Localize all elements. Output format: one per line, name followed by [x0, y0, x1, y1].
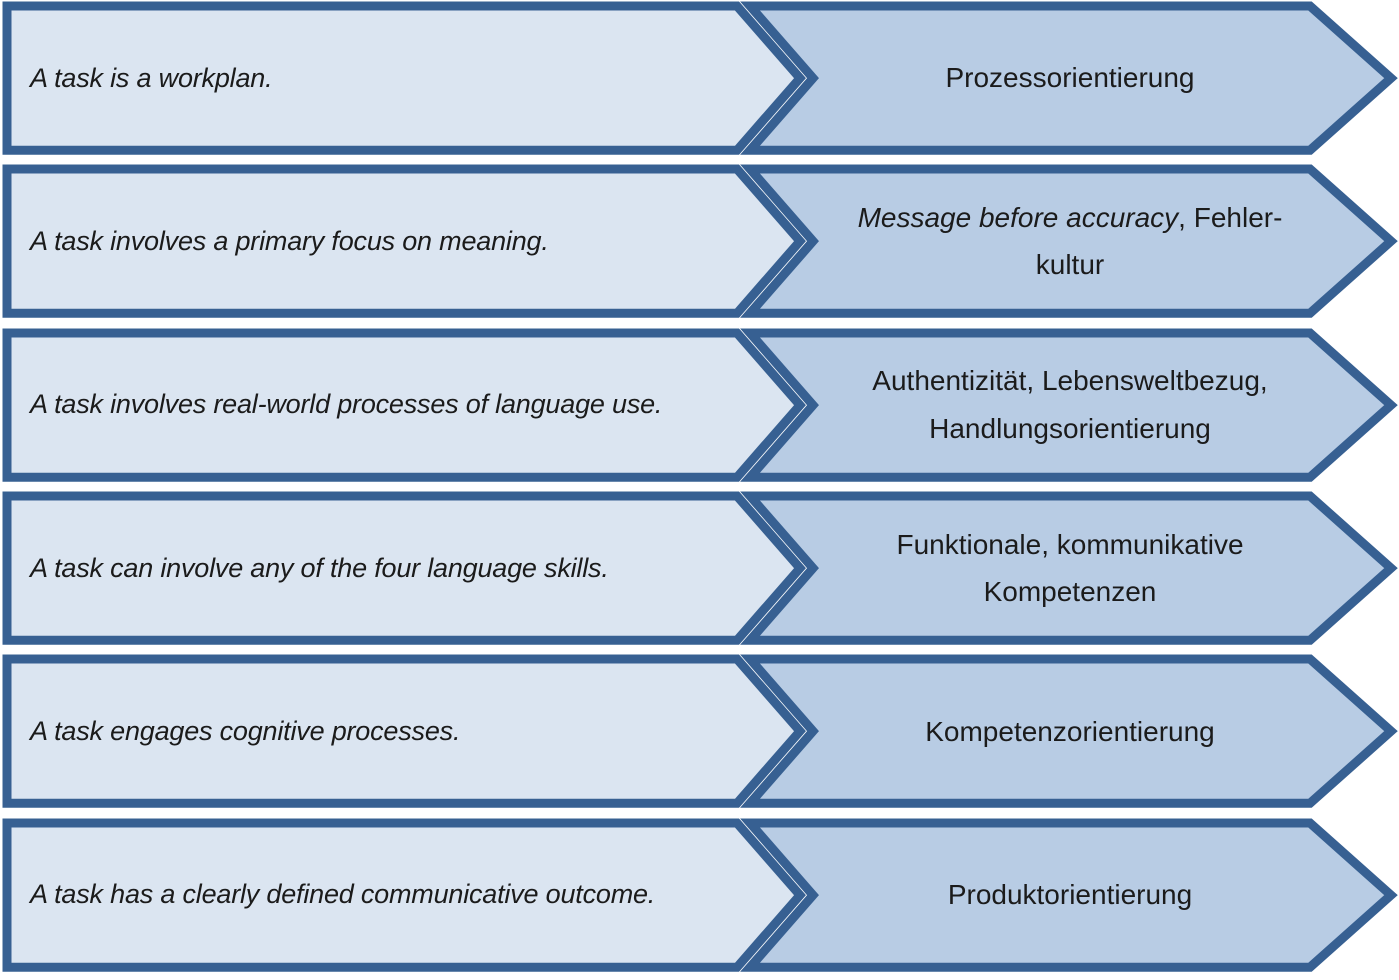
- task-arrow-shape: [2, 491, 806, 645]
- row-shapes: [2, 328, 1398, 482]
- label-text-inner: Prozessorientierung: [756, 54, 1384, 102]
- task-text: A task involves a primary focus on meani…: [30, 225, 549, 256]
- task-arrow-shape: [2, 654, 806, 809]
- label-text-inner: Message before accuracy, Fehler- kultur: [756, 194, 1384, 289]
- row-shapes: [2, 491, 1398, 645]
- task-text: A task engages cognitive processes.: [30, 715, 461, 746]
- row-shapes: [2, 1, 1398, 155]
- task-text: A task involves real-world processes of …: [30, 389, 663, 420]
- label-text-inner: Kompetenzorientierung: [756, 708, 1384, 756]
- task-text: A task is a workplan.: [30, 62, 273, 93]
- label-regular-part: Authentizität, Lebensweltbezug, Handlung…: [872, 365, 1268, 444]
- row-shapes: [2, 818, 1398, 972]
- diagram-row-2: A task involves a primary focus on meani…: [0, 163, 1399, 326]
- label-chevron-shape: [740, 1, 1398, 155]
- label-text: Prozessorientierung: [756, 6, 1384, 150]
- task-arrow-shape: [2, 1, 806, 155]
- label-text: Funktionale, kommunikative Kompetenzen: [756, 496, 1384, 640]
- diagram-row-4: A task can involve any of the four langu…: [0, 490, 1399, 653]
- label-regular-part: Produktorientierung: [947, 879, 1193, 910]
- label-chevron-shape: [740, 818, 1398, 972]
- label-chevron-shape: [740, 491, 1398, 645]
- label-text: Kompetenzorientierung: [756, 659, 1384, 803]
- diagram-row-1: A task is a workplan. Prozessorientierun…: [0, 0, 1399, 163]
- label-regular-part: Funktionale, kommunikative Kompetenzen: [896, 528, 1244, 608]
- label-chevron-shape: [740, 328, 1398, 482]
- row-shapes: [2, 164, 1398, 319]
- label-regular-part: Kompetenzorientierung: [925, 715, 1215, 747]
- label-text-inner: Funktionale, kommunikative Kompetenzen: [756, 521, 1384, 616]
- label-regular-part: , Fehler- kultur: [1035, 201, 1283, 281]
- row-shapes: [2, 654, 1398, 809]
- diagram-row-5: A task engages cognitive processes. Komp…: [0, 653, 1399, 816]
- task-text: A task has a clearly defined communicati…: [30, 879, 656, 910]
- task-arrow-shape: [2, 328, 806, 482]
- label-regular-part: Prozessorientierung: [945, 62, 1195, 94]
- label-text: Message before accuracy, Fehler- kultur: [756, 169, 1384, 313]
- task-arrow-shape: [2, 818, 806, 972]
- task-text: A task can involve any of the four langu…: [30, 552, 609, 583]
- label-chevron-shape: [740, 164, 1398, 319]
- label-text-inner: Produktorientierung: [756, 871, 1384, 919]
- label-text-inner: Authentizität, Lebensweltbezug, Handlung…: [756, 357, 1384, 452]
- label-chevron-shape: [740, 654, 1398, 809]
- label-text: Authentizität, Lebensweltbezug, Handlung…: [756, 333, 1384, 477]
- label-italic-part: Message before accuracy: [857, 201, 1179, 233]
- diagram-row-6: A task has a clearly defined communicati…: [0, 817, 1399, 980]
- task-arrow-shape: [2, 164, 806, 319]
- diagram-row-3: A task involves real-world processes of …: [0, 327, 1399, 490]
- label-text: Produktorientierung: [756, 823, 1384, 967]
